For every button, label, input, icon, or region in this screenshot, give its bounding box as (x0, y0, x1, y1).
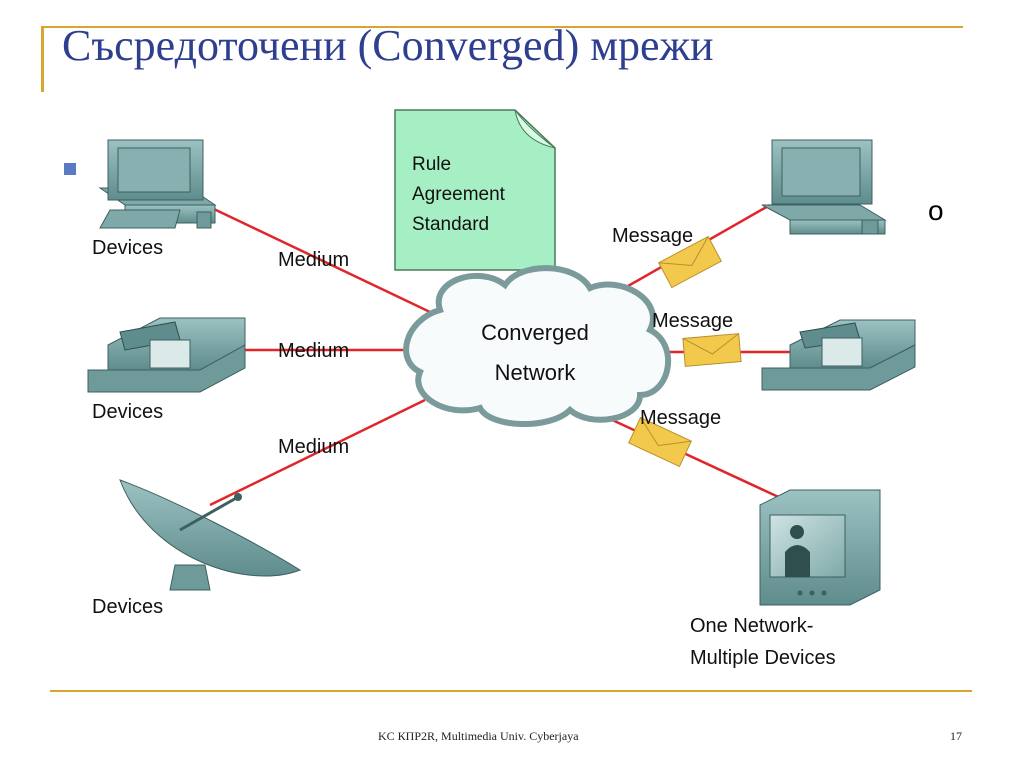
partial-bullet-text: о (928, 195, 944, 226)
rule-line-2: Agreement (412, 184, 506, 205)
left-devices-label-2: Devices (92, 401, 163, 423)
left-devices-label-3: Devices (92, 596, 163, 618)
cloud-label-line-2: Network (495, 360, 577, 385)
left-devices-label-1: Devices (92, 237, 163, 259)
footer-rule (50, 690, 972, 692)
page-number: 17 (950, 729, 962, 743)
message-label-3: Message (640, 407, 721, 429)
right-computer-icon (761, 139, 887, 235)
slide-title: Съсредоточени (Converged) мрежи (62, 21, 714, 70)
envelope-icon-1 (658, 235, 722, 289)
medium-label-3: Medium (278, 436, 349, 458)
cloud-label-line-1: Converged (481, 320, 589, 345)
title-top-rule (41, 26, 963, 28)
medium-label-1: Medium (278, 249, 349, 271)
footer-text: KC КПР2R, Multimedia Univ. Cyberjaya (378, 729, 579, 743)
link-dish-left (209, 398, 426, 507)
message-label-1: Message (612, 225, 693, 247)
bullet-marker (64, 163, 76, 175)
right-caption-line-1: One Network- (690, 615, 813, 637)
satellite-dish-icon (119, 479, 302, 591)
envelope-icon-2 (682, 333, 742, 367)
title-left-rule (41, 26, 44, 92)
rule-line-3: Standard (412, 214, 489, 235)
rule-note: Rule Agreement Standard (394, 109, 556, 271)
medium-label-2: Medium (278, 340, 349, 362)
right-caption-line-2: Multiple Devices (690, 647, 836, 669)
link-tv-right (594, 410, 786, 502)
right-phone-icon (761, 319, 916, 391)
left-computer-icon (98, 139, 217, 229)
left-phone-icon (87, 317, 246, 393)
converged-network-cloud: Converged Network (403, 265, 671, 428)
envelope-icon-3 (628, 416, 692, 468)
rule-line-1: Rule (412, 154, 451, 175)
link-computer-left (194, 198, 431, 314)
message-label-2: Message (652, 310, 733, 332)
television-icon (759, 489, 881, 606)
